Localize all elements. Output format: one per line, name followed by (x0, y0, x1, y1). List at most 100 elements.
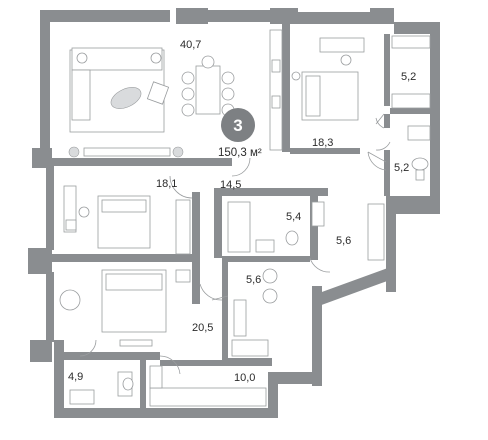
door-bath-mid (309, 257, 331, 273)
bedroom-master-area-label: 20,5 (192, 322, 213, 334)
wardrobe-side (149, 365, 163, 389)
plant-icon (68, 146, 80, 158)
shelf-unit (231, 339, 269, 357)
toilet-icon (411, 157, 429, 171)
wall-right-mid (386, 196, 396, 292)
wall-master-bottom (64, 352, 160, 360)
wall-top-window-right (370, 8, 394, 24)
wall-laundry-left (222, 262, 228, 362)
wall-right-bottom (268, 372, 278, 418)
wall-wardrobe-top (160, 360, 272, 366)
toilet-icon (285, 230, 299, 246)
wall-bedroom-wardrobe (384, 34, 390, 106)
total-area-label: 150,3 м² (218, 147, 262, 159)
toilet-icon (122, 377, 134, 391)
laundry-furniture (231, 268, 278, 357)
toilet-tank (415, 169, 425, 181)
wall-top-window-mid (270, 8, 298, 24)
plant-icon (172, 146, 184, 158)
door-room-left (169, 175, 193, 199)
tv-stand (119, 339, 153, 347)
chair-icon (181, 71, 195, 85)
wall-bath-top (214, 188, 328, 196)
area-labels: 150,3 м² 40,7 18,3 5,2 5,2 18,1 14,5 5,4… (68, 39, 416, 384)
wardrobe-shelf (391, 35, 431, 49)
bathtub (227, 201, 251, 253)
door-bedroom (367, 151, 387, 171)
wall-bottom (54, 408, 276, 418)
nightstand (175, 269, 191, 283)
door-laundry (211, 295, 229, 301)
rooms-badge: 3 (221, 108, 255, 142)
dryer-icon (262, 288, 278, 304)
wall-top-right (394, 22, 436, 34)
wardrobe-bottom-area-label: 10,0 (234, 372, 255, 384)
door-wardrobe-bottom (159, 355, 181, 375)
wall-bath-top-left (384, 150, 390, 196)
nightstand-icon (291, 71, 301, 81)
bath-sink (69, 389, 95, 405)
wall-right-step (388, 196, 440, 214)
bottom-furniture (69, 365, 267, 407)
bath-mid-area-label: 5,4 (286, 211, 301, 223)
washer-icon (262, 268, 278, 284)
chair-icon (221, 87, 235, 101)
living-furniture (68, 29, 283, 158)
armchair (146, 81, 170, 105)
door-bath-bottom (79, 339, 97, 357)
wall-bath-right (310, 196, 318, 260)
bath-top-area-label: 5,2 (394, 162, 409, 174)
wall-hall-top (52, 158, 232, 166)
laundry-area-label: 5,6 (246, 274, 261, 286)
wall-bedroom-bath-stub (384, 114, 390, 128)
sofa-top (71, 47, 163, 71)
wall-wardrobe-bath (390, 108, 434, 114)
wall-right-bottom-step (270, 372, 322, 384)
wardrobe-rack (175, 199, 191, 255)
door-living (231, 157, 251, 177)
wall-top-window-left (176, 8, 208, 24)
wall-top-bedroom (298, 12, 370, 24)
pillow-area (305, 75, 321, 117)
wall-bath-bottom-right (140, 352, 146, 408)
ironing-board (233, 299, 247, 337)
wall-living-bedroom (282, 24, 290, 152)
wall-left-notch-2 (28, 248, 52, 274)
bedroom-top-furniture (291, 35, 431, 181)
bath-bottom-area-label: 4,9 (68, 371, 83, 383)
door-wardrobe (375, 113, 385, 129)
kitchen-counter (269, 29, 283, 151)
bath-mid-furniture (227, 201, 385, 261)
door-bath-top (375, 141, 391, 151)
dining-table (195, 65, 221, 115)
wall-top-mid (208, 10, 270, 22)
walls (28, 8, 440, 418)
chair-icon (340, 54, 352, 66)
corridor-right-area-label: 5,6 (336, 235, 351, 247)
desk (319, 37, 365, 53)
wall-laundry-bottom (226, 358, 272, 364)
wall-room-left-bottom (52, 254, 192, 262)
stove-icon (271, 59, 281, 73)
laptop-icon (65, 219, 77, 231)
room-left-furniture (63, 185, 191, 255)
doors (79, 113, 391, 375)
chair-icon (78, 206, 90, 218)
wall-bath-bottom (222, 256, 310, 262)
wall-bedroom-bottom (290, 148, 360, 154)
wall-left-notch-3 (30, 340, 52, 362)
wardrobe-rack (149, 387, 267, 407)
chair-icon (181, 87, 195, 101)
sink-icon (271, 95, 281, 109)
bedroom-top-area-label: 18,3 (312, 137, 333, 149)
wardrobe-rack (391, 93, 431, 109)
wardrobe-rack (367, 203, 385, 261)
wall-left-bottom (54, 340, 64, 418)
wall-hall-left (192, 192, 200, 304)
wall-left-mid (46, 164, 54, 250)
side-table-icon (76, 52, 88, 64)
chair-icon (201, 55, 215, 69)
door-master (199, 283, 223, 301)
coffee-table (110, 87, 142, 109)
